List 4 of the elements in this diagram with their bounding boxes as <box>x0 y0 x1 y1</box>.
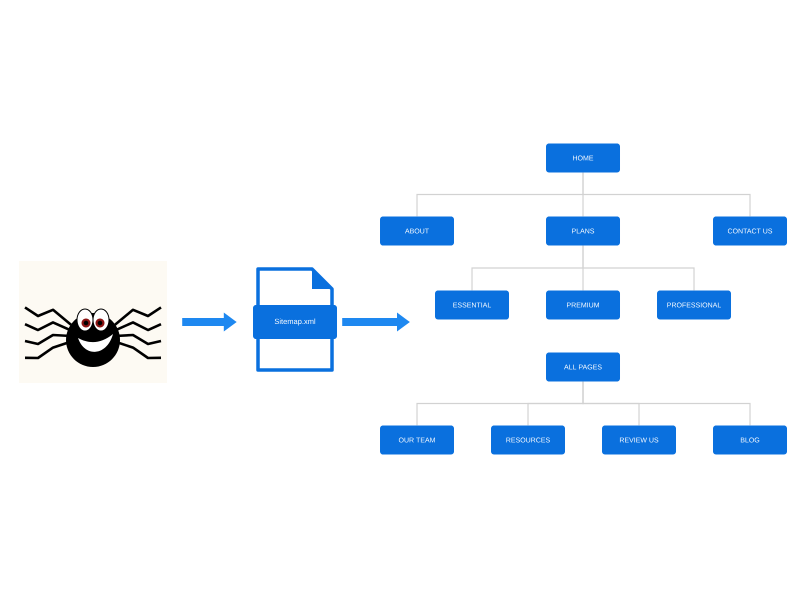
connector-line <box>582 246 695 290</box>
spider-drawing <box>19 261 167 383</box>
connector-line <box>582 382 751 426</box>
connector-line <box>582 172 751 216</box>
